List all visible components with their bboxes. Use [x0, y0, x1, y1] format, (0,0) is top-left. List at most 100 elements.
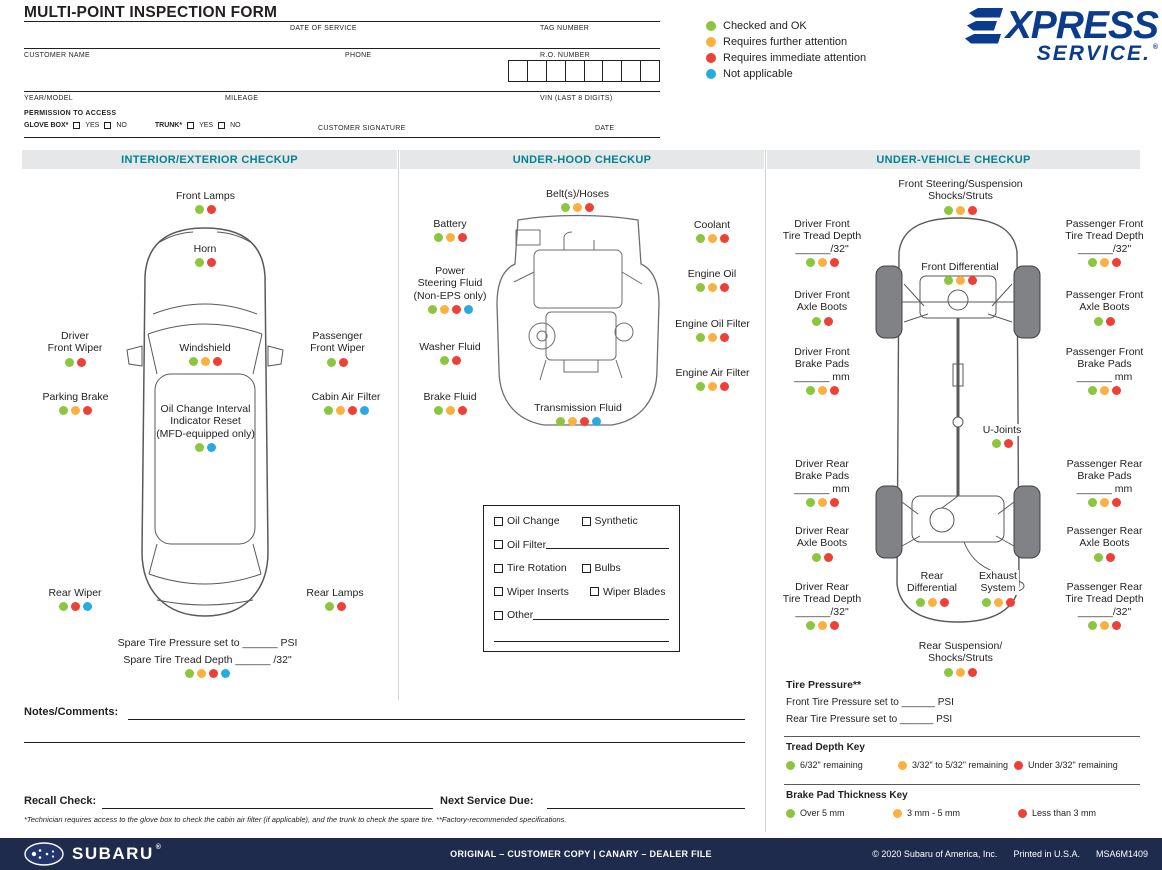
status-dots[interactable] [59, 406, 92, 416]
item-rear-lamps: Rear Lamps [290, 587, 380, 612]
status-dots[interactable] [323, 406, 369, 416]
vin-cell[interactable] [603, 61, 623, 81]
field-label-date-of-service: DATE OF SERVICE [290, 25, 357, 32]
status-dots[interactable] [696, 382, 729, 392]
service-option-oil-change: Oil Change [494, 515, 582, 527]
status-dots[interactable] [944, 205, 977, 215]
vin-input-grid[interactable] [508, 60, 660, 82]
status-dots[interactable] [695, 234, 729, 244]
status-dots[interactable] [188, 357, 222, 367]
status-dots[interactable] [805, 258, 839, 268]
brake-pad-key-heading: Brake Pad Thickness Key [786, 790, 908, 801]
key-label: Under 3/32" remaining [1028, 760, 1118, 770]
status-dots[interactable] [555, 417, 601, 427]
field-label-vin: VIN (LAST 8 DIGITS) [540, 95, 613, 102]
vin-cell[interactable] [547, 61, 566, 81]
vin-cell[interactable] [585, 61, 604, 81]
service-option-label: Tire Rotation [507, 562, 567, 575]
status-dots[interactable] [1088, 258, 1121, 268]
status-dots[interactable] [1094, 316, 1115, 326]
item-label: Coolant [693, 219, 731, 231]
status-dots[interactable] [805, 498, 839, 508]
notes-line-2[interactable] [24, 742, 745, 743]
status-dots[interactable] [915, 597, 949, 607]
tread-key-red: Under 3/32" remaining [1014, 760, 1118, 770]
next-service-due-line[interactable] [547, 808, 745, 809]
other-checkbox[interactable] [494, 610, 503, 620]
status-dots[interactable] [439, 356, 461, 366]
status-dots[interactable] [1088, 498, 1121, 508]
blank-write-in-line[interactable] [494, 633, 669, 642]
express-e-chevron-icon [964, 7, 1003, 43]
green-dot-icon [786, 808, 795, 818]
rear-tire-pressure-line: Rear Tire Pressure set to ______ PSI [786, 714, 953, 725]
recall-check-line[interactable] [102, 808, 433, 809]
status-dots[interactable] [695, 283, 729, 293]
item-engine-oil-filter: Engine Oil Filter [665, 318, 760, 343]
status-dots[interactable] [185, 669, 230, 679]
status-dots[interactable] [991, 439, 1013, 449]
service-option-oil-filter: Oil Filter [494, 539, 546, 551]
field-label-customer-signature: CUSTOMER SIGNATURE [318, 125, 406, 132]
wiper-inserts-checkbox[interactable] [494, 587, 503, 597]
vin-cell[interactable] [509, 61, 528, 81]
status-dots[interactable] [433, 233, 467, 243]
glove-box-label: GLOVE BOX* [24, 122, 69, 129]
synthetic-checkbox[interactable] [581, 516, 591, 526]
status-dots[interactable] [327, 357, 348, 367]
item-label: Engine Oil Filter [675, 318, 750, 330]
status-dots[interactable] [561, 203, 594, 213]
status-dots[interactable] [58, 602, 92, 612]
vin-cell[interactable] [528, 61, 547, 81]
item-label: Passenger Front Wiper [310, 330, 365, 355]
status-dots[interactable] [433, 406, 467, 416]
item-oil-change-interval-reset: Oil Change Interval Indicator Reset (MFD… [148, 403, 263, 453]
oil-change-checkbox[interactable] [494, 516, 503, 526]
vin-cell[interactable] [641, 61, 659, 81]
status-dots[interactable] [696, 333, 729, 343]
oil-filter-checkbox[interactable] [494, 540, 503, 550]
status-dots[interactable] [1088, 621, 1121, 631]
item-spare-tire-tread-depth: Spare Tire Tread Depth ______ /32" [90, 654, 325, 679]
glove-box-no-checkbox[interactable] [104, 122, 112, 129]
item-label: Passenger Front Tire Tread Depth ______/… [1065, 218, 1144, 255]
trunk-no-checkbox[interactable] [218, 122, 226, 129]
car-top-view-drawing [126, 227, 284, 617]
wiper-blades-checkbox[interactable] [590, 587, 599, 597]
status-dots[interactable] [194, 258, 216, 268]
status-dots[interactable] [805, 386, 839, 396]
tire-rotation-checkbox[interactable] [494, 563, 503, 573]
trunk-yes-checkbox[interactable] [187, 122, 195, 129]
status-dots[interactable] [195, 443, 216, 453]
oil-filter-write-in-line[interactable] [546, 540, 669, 550]
notes-line-1[interactable] [128, 719, 745, 720]
status-dots[interactable] [944, 667, 977, 677]
legend-row: Requires further attention [706, 36, 866, 48]
vin-cell[interactable] [622, 61, 642, 81]
item-passenger-rear-axle-boots: Passenger Rear Axle Boots [1052, 525, 1157, 562]
vin-cell[interactable] [566, 61, 585, 81]
glove-box-yes-checkbox[interactable] [73, 122, 81, 129]
field-label-ro-number: R.O. NUMBER [540, 52, 590, 59]
status-dots[interactable] [981, 597, 1015, 607]
item-driver-front-axle-boots: Driver Front Axle Boots [772, 289, 872, 326]
status-dots[interactable] [805, 621, 839, 631]
service-row: Tire Rotation Bulbs [494, 562, 669, 574]
status-dots[interactable] [1094, 552, 1115, 562]
status-dots[interactable] [811, 552, 833, 562]
status-dots[interactable] [64, 357, 86, 367]
status-dots[interactable] [943, 276, 977, 286]
bulbs-checkbox[interactable] [581, 563, 591, 573]
item-label: Rear Wiper [48, 587, 102, 599]
other-write-in-line[interactable] [533, 611, 669, 620]
status-dots[interactable] [195, 205, 216, 215]
service-option-label: Synthetic [594, 515, 638, 527]
status-dots[interactable] [811, 316, 833, 326]
item-driver-front-wiper: Driver Front Wiper [30, 330, 120, 367]
service-wordmark: SERVICE. ® [896, 42, 1158, 66]
legend-label: Checked and OK [723, 20, 807, 32]
status-dots[interactable] [427, 305, 473, 315]
status-dots[interactable] [1088, 386, 1121, 396]
status-dots[interactable] [324, 602, 346, 612]
item-passenger-rear-tire-tread-depth: Passenger Rear Tire Tread Depth ______/3… [1052, 581, 1157, 631]
